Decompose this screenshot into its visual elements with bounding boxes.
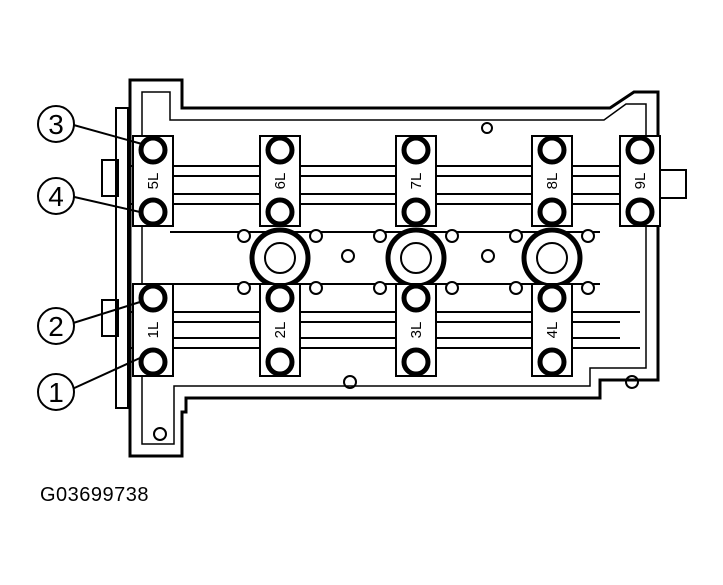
bearing-cap-label: 1L [145, 322, 162, 339]
bearing-cap-label: 9L [632, 173, 649, 190]
figure-id: G03699738 [40, 484, 150, 506]
callout-1: 1 [37, 373, 75, 411]
callout-leaders [69, 123, 143, 391]
bearing-cap-7l: 7L [395, 135, 437, 227]
cap-bolt-upper [401, 135, 431, 165]
callout-3: 3 [37, 105, 75, 143]
spark-plug-wells [249, 227, 583, 289]
cap-bolt-lower [138, 197, 168, 227]
callout-2-label: 2 [48, 311, 64, 342]
bearing-cap-5l: 5L [132, 135, 174, 227]
head-inner-outline [141, 91, 647, 445]
cap-bolt-lower [537, 197, 567, 227]
bearing-cap-2l: 2L [259, 283, 301, 377]
cap-bolt-upper [265, 135, 295, 165]
bearing-cap-3l: 3L [395, 283, 437, 377]
cap-bolt-lower [265, 347, 295, 377]
cap-bolt-upper [625, 135, 655, 165]
cover-bolts [237, 229, 595, 295]
cap-bolt-lower [537, 347, 567, 377]
cap-bolt-upper [401, 283, 431, 313]
head-outline [128, 78, 660, 458]
bearing-cap-label: 6L [272, 173, 289, 190]
cap-bolt-lower [265, 197, 295, 227]
cap-bolt-upper [138, 283, 168, 313]
bearing-cap-label: 2L [272, 322, 289, 339]
cap-bolt-upper [537, 135, 567, 165]
cap-bolt-upper [537, 283, 567, 313]
head-holes [153, 122, 639, 441]
bearing-cap-label: 8L [544, 173, 561, 190]
cap-bolt-upper [138, 135, 168, 165]
cap-bolt-lower [401, 197, 431, 227]
cap-bolt-upper [265, 283, 295, 313]
cap-bolt-lower [625, 197, 655, 227]
bearing-cap-6l: 6L [259, 135, 301, 227]
bearing-cap-4l: 4L [531, 283, 573, 377]
cap-bolt-lower [138, 347, 168, 377]
bearing-cap-label: 4L [544, 322, 561, 339]
callout-4-label: 4 [48, 181, 64, 212]
callout-3-label: 3 [48, 109, 64, 140]
bearing-cap-label: 5L [145, 173, 162, 190]
bearing-cap-label: 3L [408, 322, 425, 339]
camshaft-front-plate [101, 107, 129, 409]
callout-2: 2 [37, 307, 75, 345]
bearing-cap-9l: 9L [619, 135, 661, 227]
callout-1-label: 1 [48, 377, 64, 408]
bearing-cap-1l: 1L [132, 283, 174, 377]
callout-4: 4 [37, 177, 75, 215]
bearing-cap-label: 7L [408, 173, 425, 190]
bearing-caps: 5L 6L 7L 8L 9L 1L 2L 3L 4L [132, 135, 661, 377]
cap-bolt-lower [401, 347, 431, 377]
bearing-cap-8l: 8L [531, 135, 573, 227]
